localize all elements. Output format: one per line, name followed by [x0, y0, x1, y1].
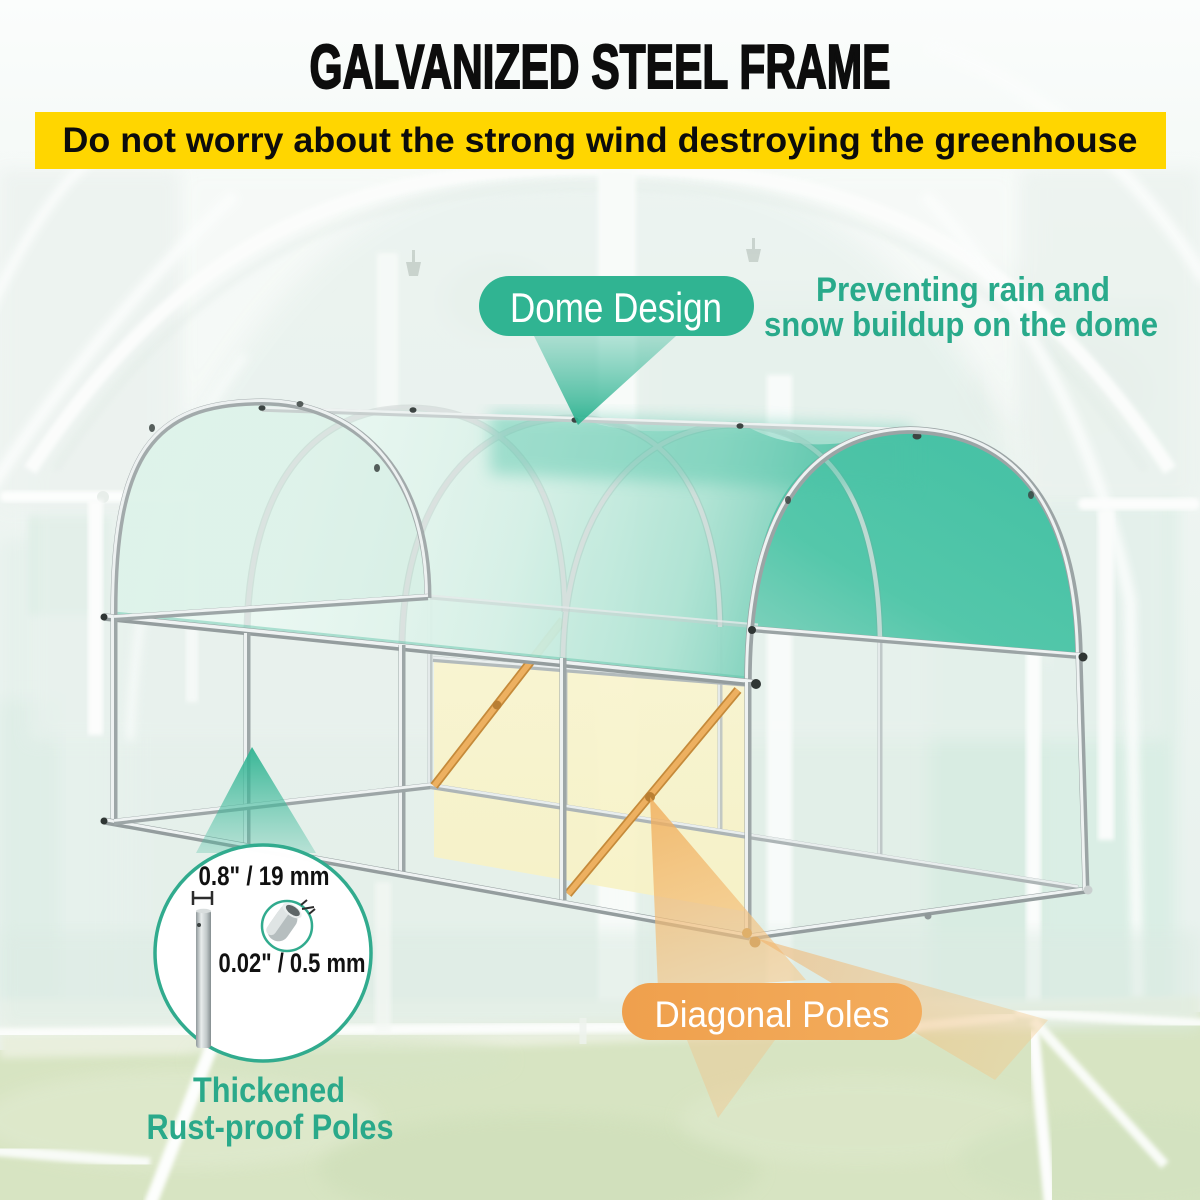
- svg-text:Dome Design: Dome Design: [510, 284, 722, 331]
- svg-text:snow buildup on the dome: snow buildup on the dome: [764, 306, 1158, 344]
- svg-text:0.8" / 19 mm: 0.8" / 19 mm: [199, 861, 330, 891]
- svg-text:0.02" / 0.5 mm: 0.02" / 0.5 mm: [219, 948, 366, 978]
- svg-text:Thickened: Thickened: [193, 1071, 345, 1110]
- svg-text:GALVANIZED STEEL FRAME: GALVANIZED STEEL FRAME: [310, 33, 891, 102]
- svg-text:Do not worry about the strong: Do not worry about the strong wind destr…: [63, 121, 1138, 160]
- svg-text:Preventing rain and: Preventing rain and: [816, 271, 1110, 309]
- svg-text:Diagonal Poles: Diagonal Poles: [655, 994, 890, 1035]
- svg-text:Rust-proof Poles: Rust-proof Poles: [147, 1108, 394, 1147]
